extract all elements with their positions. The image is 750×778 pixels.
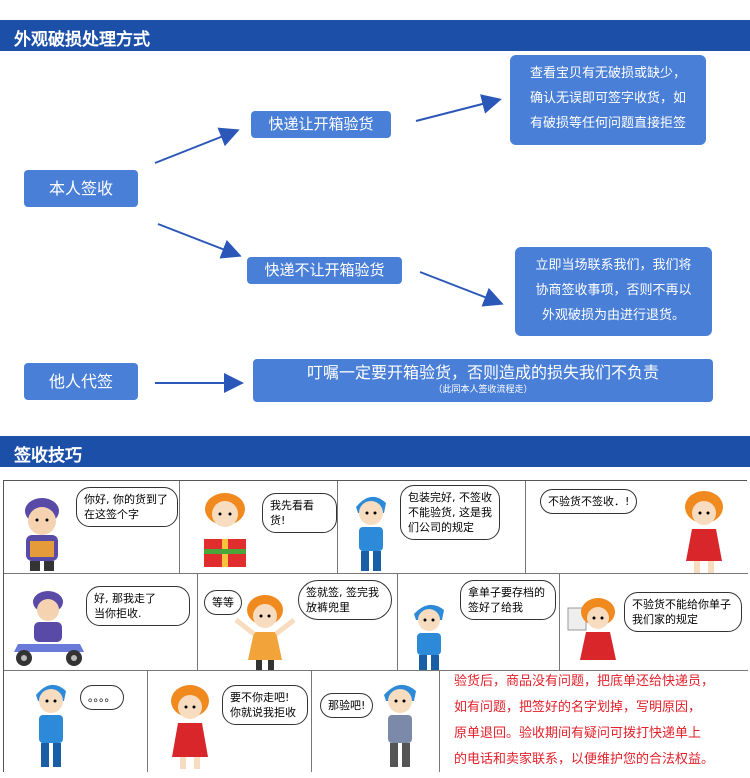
- comic-panel-6: 等等 签就签, 签完我 放裤兜里: [198, 574, 398, 671]
- self-sign-box: 本人签收: [24, 170, 138, 207]
- comic-panel-2: 我先看看货!: [180, 481, 338, 574]
- courier-scooter-icon: [14, 591, 84, 666]
- courier-icon: [25, 498, 59, 571]
- courier-thinking-icon: [384, 684, 416, 767]
- customer-girl-icon: [685, 491, 723, 573]
- courier-blue-hair-icon: [414, 604, 444, 670]
- deny-note-line: 外观破损为由进行退货。: [541, 308, 685, 323]
- courier-allow-label: 快递让开箱验货: [268, 115, 374, 133]
- comic-strip: 你好, 你的货到了 在这签个字 我先看看货! 包装完好, 不签收 不能验货, 这…: [3, 480, 748, 772]
- speech-bubble: 你好, 你的货到了 在这签个字: [76, 487, 178, 527]
- courier-blue-hair-icon: [356, 496, 386, 571]
- other-sign-sub-text: （此同本人签收流程走）: [433, 385, 533, 395]
- speech-bubble: 。。。。: [80, 685, 124, 710]
- speech-bubble: 我先看看货!: [262, 493, 337, 533]
- arrow-self-to-deny: [157, 223, 242, 259]
- section-header-tips: 签收技巧: [0, 436, 750, 467]
- comic-panel-5: 好, 那我走了 当你拒收.: [4, 574, 198, 671]
- comic-panel-1: 你好, 你的货到了 在这签个字: [4, 481, 180, 574]
- allow-note-box: 查看宝贝有无破损或缺少， 确认无误即可签字收货，如 有破损等任何问题直接拒签: [510, 55, 706, 145]
- customer-girl-arms-up-icon: [234, 595, 296, 670]
- comic-panel-10: 要不你走吧! 你就说我拒收: [148, 671, 312, 772]
- section-title: 签收技巧: [14, 446, 82, 466]
- comic-panel-3: 包装完好, 不签收 不能验货, 这是我 们公司的规定: [338, 481, 526, 574]
- comic-panel-8: 不验货不能给你单子 我们家的规定: [560, 574, 748, 671]
- speech-bubble: 不验货不签收．!: [540, 489, 638, 514]
- thought-bubble: 签就签, 签完我 放裤兜里: [298, 580, 392, 620]
- allow-note-line: 查看宝贝有无破损或缺少，: [529, 66, 686, 81]
- section-title: 外观破损处理方式: [14, 30, 150, 50]
- arrow-deny-to-note: [419, 271, 504, 307]
- customer-girl-gift-icon: [204, 493, 246, 567]
- comic-panel-tips: 验货后，商品没有问题，把底单还给快递员， 如有问题，把签好的名字划掉，写明原因，…: [440, 671, 748, 772]
- deny-note-line: 立即当场联系我们，我们将: [535, 258, 692, 273]
- section-header-damage: 外观破损处理方式: [0, 20, 750, 51]
- courier-deny-label: 快递不让开箱验货: [264, 261, 385, 279]
- arrow-allow-to-note: [415, 94, 502, 122]
- allow-note-line: 确认无误即可签字收货，如: [529, 91, 686, 106]
- courier-allow-box: 快递让开箱验货: [251, 111, 391, 138]
- speech-bubble: 好, 那我走了 当你拒收.: [86, 586, 190, 626]
- arrow-self-to-allow: [154, 127, 240, 164]
- comic-panel-4: 不验货不签收．!: [526, 481, 748, 574]
- comic-panel-9: 。。。。: [4, 671, 148, 772]
- speech-bubble: 等等: [204, 590, 242, 615]
- courier-blue-hair-icon: [36, 684, 66, 767]
- speech-bubble: 包装完好, 不签收 不能验货, 这是我 们公司的规定: [400, 485, 500, 540]
- customer-girl-paper-icon: [567, 598, 616, 660]
- other-sign-box: 他人代签: [24, 363, 138, 400]
- deny-note-box: 立即当场联系我们，我们将 协商签收事项，否则不再以 外观破损为由进行退货。: [515, 247, 712, 336]
- comic-panel-11: 那验吧!: [312, 671, 440, 772]
- speech-bubble: 拿单子要存档的 签好了给我: [460, 580, 556, 620]
- courier-deny-box: 快递不让开箱验货: [247, 257, 402, 284]
- allow-note-line: 有破损等任何问题直接拒签: [529, 116, 686, 131]
- speech-bubble: 要不你走吧! 你就说我拒收: [222, 685, 308, 725]
- other-sign-main-box: 叮嘱一定要开箱验货，否则造成的损失我们不负责 （此同本人签收流程走）: [253, 359, 713, 402]
- speech-bubble: 不验货不能给你单子 我们家的规定: [624, 592, 742, 632]
- comic-panel-7: 拿单子要存档的 签好了给我: [398, 574, 560, 671]
- customer-girl-icon: [171, 685, 209, 769]
- other-sign-label: 他人代签: [48, 372, 113, 391]
- sign-tips-text: 验货后，商品没有问题，把底单还给快递员， 如有问题，把签好的名字划掉，写明原因，…: [454, 674, 715, 767]
- speech-bubble: 那验吧!: [320, 693, 374, 718]
- other-sign-main-text: 叮嘱一定要开箱验货，否则造成的损失我们不负责: [306, 363, 659, 382]
- self-sign-label: 本人签收: [48, 179, 113, 198]
- deny-note-line: 协商签收事项，否则不再以: [535, 283, 692, 298]
